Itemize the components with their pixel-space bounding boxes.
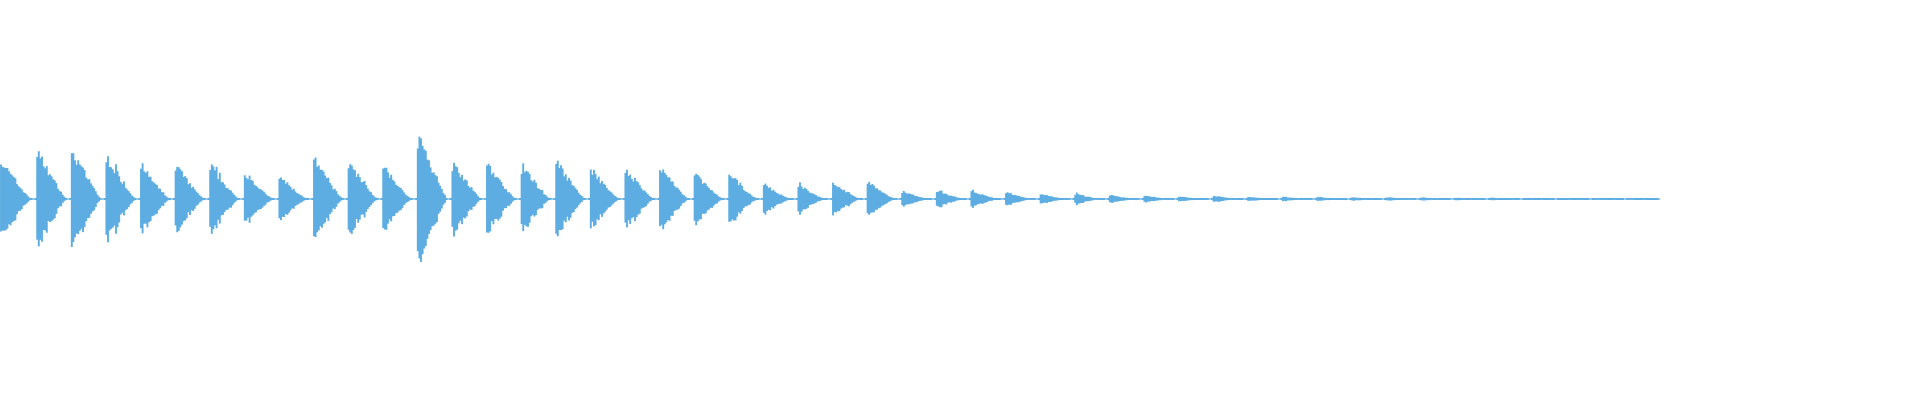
waveform-burst-path: [1003, 192, 1036, 206]
waveform-burst-path: [1072, 192, 1105, 206]
waveform-burst-path: [415, 136, 448, 262]
waveform-burst-path: [1453, 197, 1486, 201]
waveform-burst: [553, 160, 586, 237]
waveform-burst: [34, 151, 67, 247]
waveform-burst-path: [1211, 196, 1244, 202]
waveform-burst: [346, 164, 379, 234]
waveform-burst-path: [1626, 198, 1659, 200]
waveform-burst: [1349, 197, 1382, 201]
waveform-burst-path: [1314, 197, 1348, 201]
waveform-burst: [1453, 197, 1486, 201]
waveform-burst-path: [1418, 197, 1451, 201]
waveform-burst-path: [138, 163, 171, 234]
waveform-burst-path: [1107, 195, 1140, 203]
waveform-burst-path: [103, 156, 137, 243]
waveform-burst-path: [1280, 196, 1313, 202]
waveform-burst: [1522, 198, 1555, 200]
waveform-burst: [1626, 198, 1659, 200]
waveform-burst-path: [968, 189, 1002, 208]
waveform-burst-path: [1349, 197, 1382, 201]
waveform-burst: [1384, 197, 1417, 201]
waveform-burst: [519, 163, 552, 232]
waveform-burst-path: [657, 169, 690, 230]
waveform-burst: [207, 164, 240, 234]
waveform-burst-path: [865, 181, 898, 215]
waveform-burst: [138, 163, 171, 234]
waveform-burst-path: [69, 153, 102, 247]
waveform-burst: [103, 156, 137, 243]
waveform-burst: [1418, 197, 1451, 201]
waveform-burst-path: [726, 174, 759, 222]
waveform-burst-path: [207, 164, 240, 234]
waveform-burst: [0, 164, 33, 232]
waveform-burst-path: [311, 157, 344, 237]
waveform-burst-path: [588, 169, 621, 229]
waveform-burst: [795, 182, 829, 215]
waveform-burst-path: [1141, 195, 1175, 203]
waveform-burst-path: [1522, 198, 1555, 200]
waveform-burst: [1245, 197, 1278, 201]
waveform-burst-path: [380, 167, 413, 230]
waveform-burst-path: [519, 163, 552, 232]
waveform-burst: [1107, 195, 1140, 203]
waveform-burst-path: [899, 191, 932, 207]
waveform-burst-path: [1384, 197, 1417, 201]
waveform-burst-path: [449, 162, 483, 237]
waveform-burst: [1487, 197, 1521, 201]
waveform-burst-path: [761, 183, 794, 215]
waveform-burst: [622, 169, 656, 228]
waveform-burst-path: [622, 169, 656, 228]
waveform-burst: [1314, 197, 1348, 201]
waveform-burst: [484, 163, 517, 233]
waveform-burst-path: [242, 175, 275, 223]
waveform-burst-path: [692, 173, 725, 226]
waveform-burst-path: [0, 164, 33, 232]
waveform-burst: [1176, 196, 1209, 202]
waveform-burst: [69, 153, 102, 247]
waveform-burst: [1591, 198, 1624, 200]
waveform-burst: [380, 167, 413, 230]
waveform-burst-path: [34, 151, 67, 247]
waveform-burst-path: [484, 163, 517, 233]
waveform-burst-path: [173, 166, 206, 233]
waveform-burst: [311, 157, 344, 237]
waveform-burst-path: [553, 160, 586, 237]
waveform-burst: [968, 189, 1002, 208]
waveform-burst: [865, 181, 898, 215]
waveform-burst: [1141, 195, 1175, 203]
waveform-burst: [1072, 192, 1105, 206]
waveform-burst: [242, 175, 275, 223]
waveform-burst-path: [346, 164, 379, 234]
waveform-burst: [1280, 196, 1313, 202]
waveform-burst: [588, 169, 621, 229]
waveform-burst-path: [1038, 194, 1071, 204]
waveform-burst-path: [1557, 198, 1590, 200]
waveform-burst: [726, 174, 759, 222]
waveform-burst: [692, 173, 725, 226]
waveform-burst: [657, 169, 690, 230]
waveform-burst: [449, 162, 483, 237]
waveform-burst: [276, 177, 310, 221]
waveform-burst-path: [1176, 196, 1209, 202]
waveform-burst: [899, 191, 932, 207]
waveform-burst: [1557, 198, 1590, 200]
waveform-burst: [173, 166, 206, 233]
waveform-burst-path: [934, 190, 967, 208]
waveform-burst: [830, 182, 863, 216]
waveform-burst: [1211, 196, 1244, 202]
waveform-burst: [1038, 194, 1071, 204]
waveform-burst-path: [830, 182, 863, 216]
waveform-burst-path: [276, 177, 310, 221]
waveform-burst: [1003, 192, 1036, 206]
waveform-burst-path: [1591, 198, 1624, 200]
waveform-burst-path: [1245, 197, 1278, 201]
waveform-burst: [934, 190, 967, 208]
waveform-burst-path: [1487, 197, 1521, 201]
waveform-burst: [415, 136, 448, 262]
waveform-burst-path: [795, 182, 829, 215]
waveform-burst: [761, 183, 794, 215]
